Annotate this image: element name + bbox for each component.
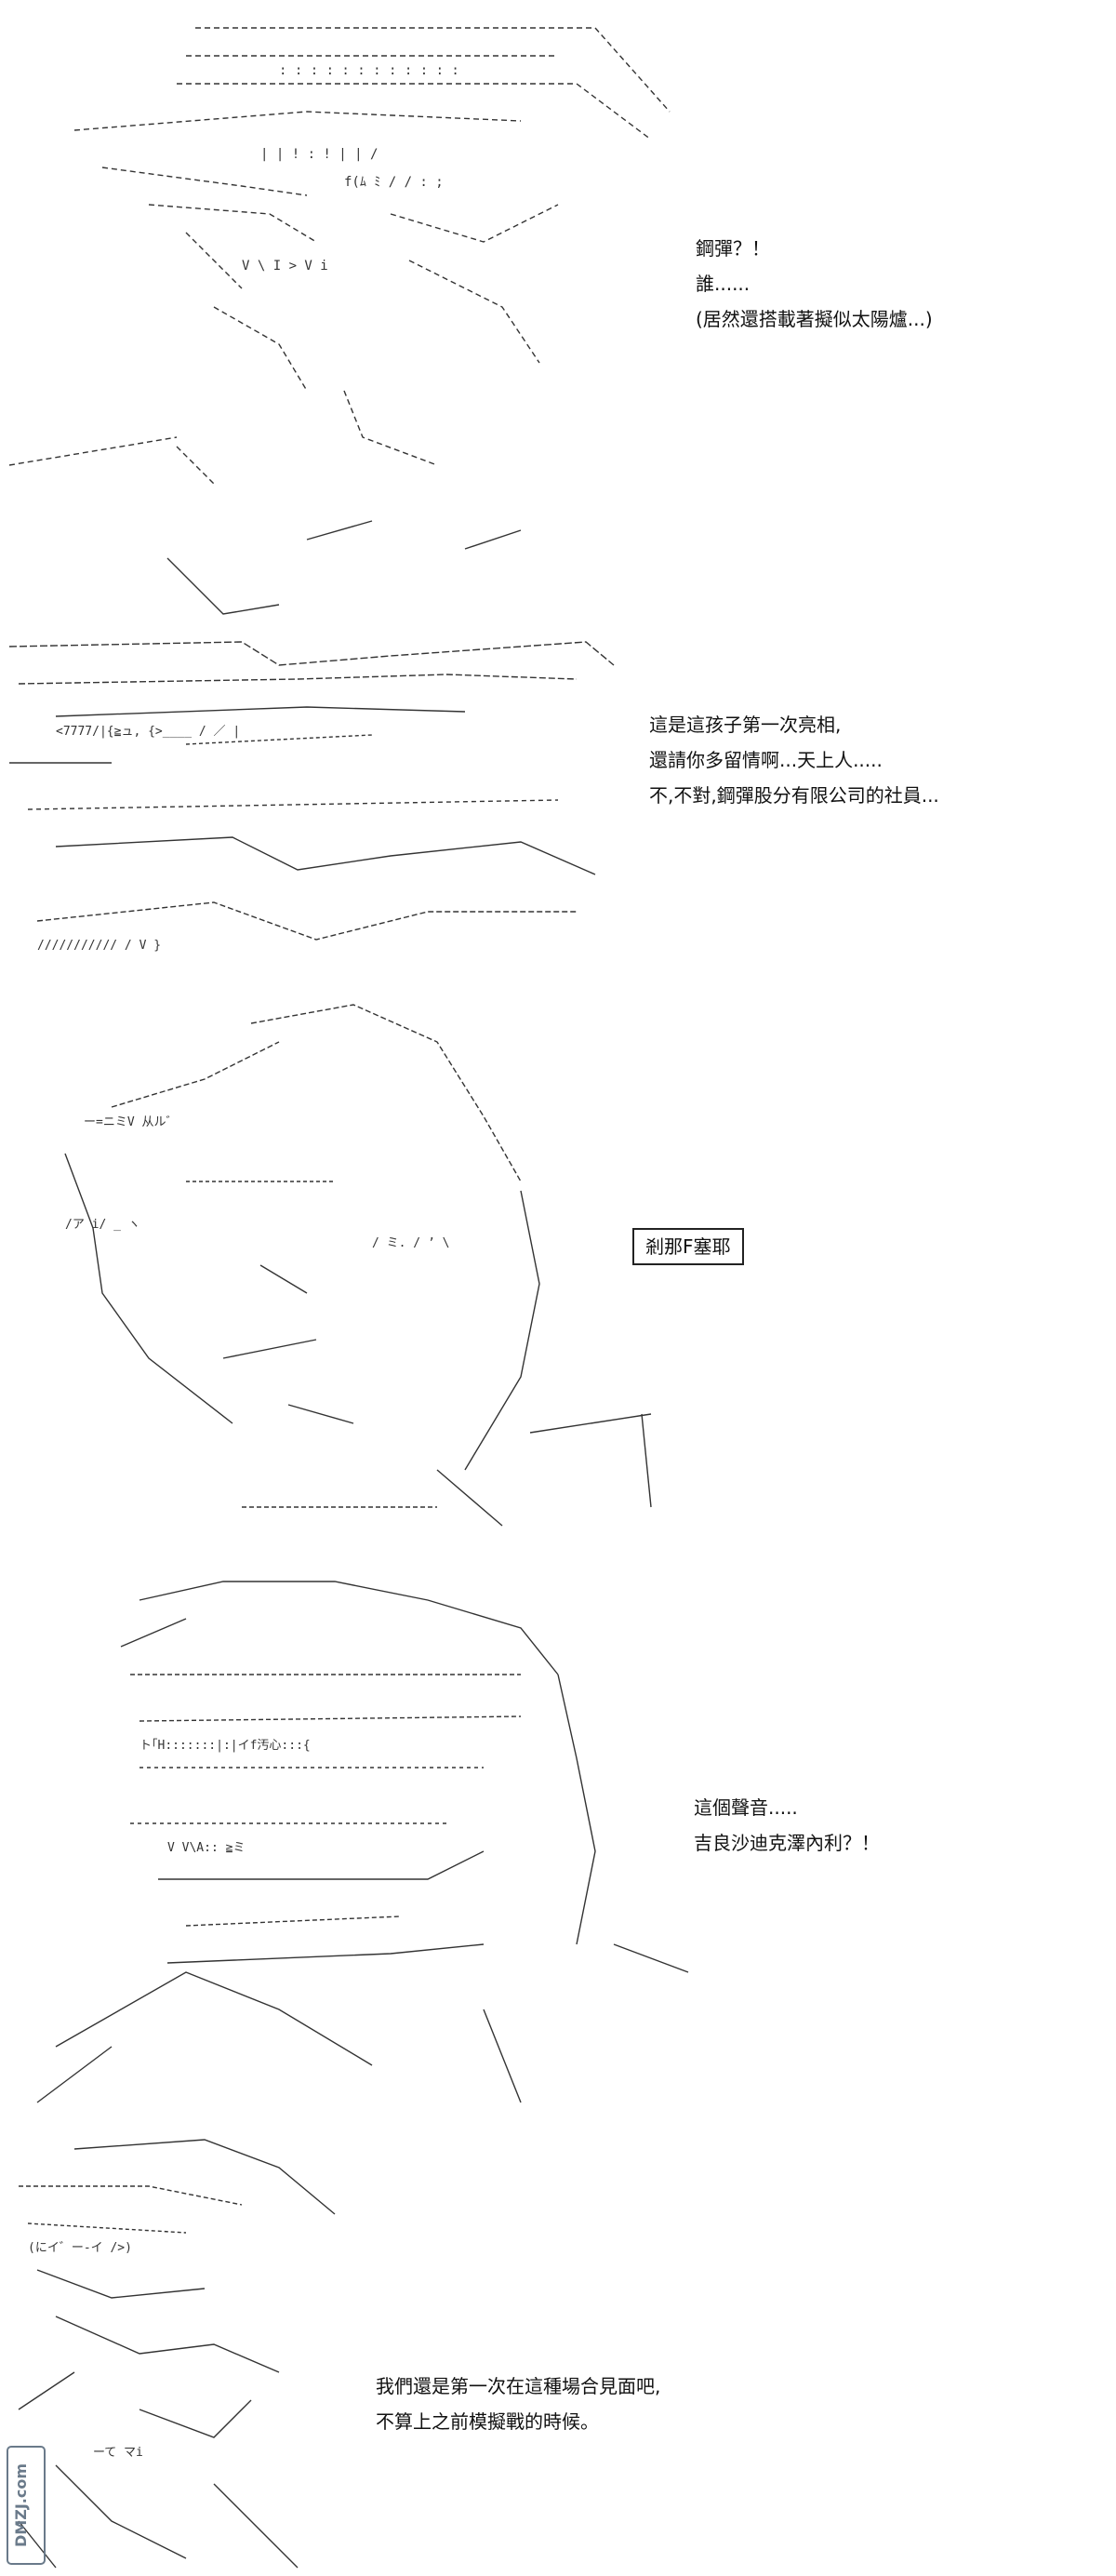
panel-2-ascii-art: <7777/|{≧ュ, {>____ / ／ | /////////// / V… <box>0 502 651 986</box>
caption-line: 還請你多留情啊...天上人..... <box>649 749 883 771</box>
panel-5: (にイ゛ー-イ />) ーて マi 我們還是第一次在這種場合見面吧, 不算上之前… <box>0 2130 1116 2576</box>
panel-1-ascii-art: : : : : : : : : : : : : | | ! : ! | | / … <box>0 0 707 502</box>
svg-text:ト｢H:::::::|:|イf汚心:::{: ト｢H:::::::|:|イf汚心:::{ <box>140 1739 311 1753</box>
panel-4-ascii-art: ト｢H:::::::|:|イf汚心:::{ V V\A:: ≧ミ <box>0 1544 707 2130</box>
speaker-name-box: 剎那F塞耶 <box>632 1228 744 1265</box>
panel-2-caption: 這是這孩子第一次亮相, 還請你多留情啊...天上人..... 不,不對,鋼彈股分… <box>649 707 939 813</box>
caption-line: 鋼彈？！ <box>696 237 770 260</box>
svg-text:f(ﾑ ﾐ / / : ;: f(ﾑ ﾐ / / : ; <box>344 175 444 190</box>
caption-line: 誰...... <box>696 273 751 295</box>
svg-text:ー=ニミV 从ル゛: ー=ニミV 从ル゛ <box>84 1115 178 1129</box>
svg-text:<7777/|{≧ュ, {>____ / ／ |: <7777/|{≧ュ, {>____ / ／ | <box>56 725 240 739</box>
panel-5-ascii-art: (にイ゛ー-イ />) ーて マi <box>0 2130 372 2576</box>
site-watermark: DMZJ.com <box>6 2445 46 2566</box>
pilot-helmet-art: : : : : : : : : : : : : | | ! : ! | | / … <box>8 27 671 485</box>
setsuna-portrait-art: ー=ニミV 从ル゛ /ア i/ _ ヽ / ミ. / ’ \ <box>64 1004 652 1527</box>
svg-text://///////// / V }: /////////// / V } <box>37 939 161 953</box>
svg-text:/ ミ. / ’ \: / ミ. / ’ \ <box>372 1236 449 1250</box>
young-man-art: (にイ゛ー-イ />) ーて マi <box>18 2139 336 2569</box>
svg-text:ーて マi: ーて マi <box>93 2446 143 2460</box>
svg-text:(にイ゛ー-イ />): (にイ゛ー-イ />) <box>28 2241 132 2255</box>
caption-line: 這是這孩子第一次亮相, <box>649 714 842 736</box>
svg-text:: : : : : : : : : : : :: : : : : : : : : : : : : <box>279 63 459 78</box>
helmeted-figure-art: ト｢H:::::::|:|イf汚心:::{ V V\A:: ≧ミ <box>36 1581 689 2103</box>
svg-text:V V\A:: ≧ミ: V V\A:: ≧ミ <box>167 1841 245 1855</box>
panel-4-caption: 這個聲音..... 吉良沙迪克澤內利？！ <box>694 1790 880 1861</box>
caption-line: 這個聲音..... <box>694 1796 798 1819</box>
svg-text:/ア i/ _ ヽ: /ア i/ _ ヽ <box>65 1218 140 1232</box>
panel-1: : : : : : : : : : : : : | | ! : ! | | / … <box>0 0 1116 502</box>
panel-4: ト｢H:::::::|:|イf汚心:::{ V V\A:: ≧ミ 這個聲音...… <box>0 1544 1116 2130</box>
panel-3: ー=ニミV 从ル゛ /ア i/ _ ヽ / ミ. / ’ \ 剎那F塞耶 <box>0 986 1116 1544</box>
caption-line: 我們還是第一次在這種場合見面吧, <box>376 2375 661 2397</box>
watermark-text: DMZJ.com <box>12 2463 30 2547</box>
panel-3-ascii-art: ー=ニミV 从ル゛ /ア i/ _ ヽ / ミ. / ’ \ <box>0 986 707 1544</box>
caption-line: (居然還搭載著擬似太陽爐...) <box>696 308 933 330</box>
caption-line: 吉良沙迪克澤內利？！ <box>694 1832 880 1854</box>
svg-text:| | ! : ! | | /: | | ! : ! | | / <box>260 147 378 162</box>
panel-1-caption: 鋼彈？！ 誰...... (居然還搭載著擬似太陽爐...) <box>696 231 933 337</box>
caption-line: 不,不對,鋼彈股分有限公司的社員... <box>649 784 939 807</box>
svg-text:V \ I > V i: V \ I > V i <box>242 259 328 274</box>
caption-line: 不算上之前模擬戰的時候。 <box>376 2410 599 2433</box>
dmzj-logo-icon: DMZJ.com <box>7 2446 46 2565</box>
gundam-art: <7777/|{≧ュ, {>____ / ／ | /////////// / V… <box>8 520 615 953</box>
panel-2: <7777/|{≧ュ, {>____ / ／ | /////////// / V… <box>0 502 1116 986</box>
panel-5-caption: 我們還是第一次在這種場合見面吧, 不算上之前模擬戰的時候。 <box>376 2369 660 2439</box>
